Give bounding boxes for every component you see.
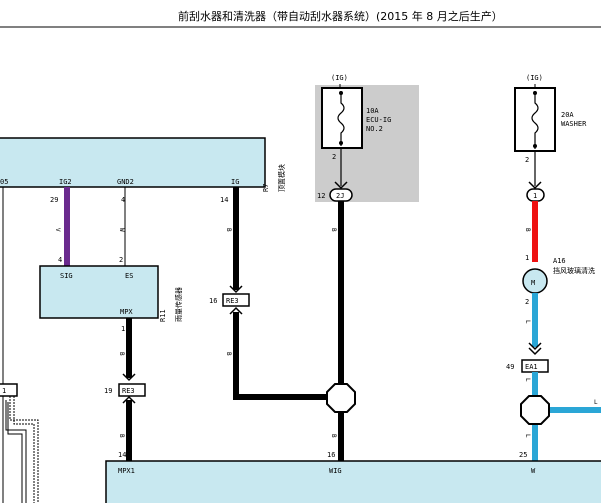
wire-color-l-branch: L <box>594 399 598 406</box>
wire-color-b-ig: B <box>225 228 232 232</box>
bottom-pinnum-w: 25 <box>519 451 527 459</box>
bottom-pin-w: W <box>531 467 536 475</box>
fuse-ecu-icon <box>337 91 345 146</box>
connector-re3-mid-label: RE3 <box>226 297 239 305</box>
shield-wire-1 <box>9 396 39 503</box>
fuse-ecu-number: NO.2 <box>366 125 383 133</box>
washer-motor-pin-top: 1 <box>525 254 529 262</box>
shield-wire-2 <box>13 396 35 503</box>
sensor-pinnum-es: 2 <box>119 256 123 264</box>
connector-ea1-label: EA1 <box>525 363 538 371</box>
washer-motor-code: A16 <box>553 257 566 265</box>
sensor-pinnum-sig: 4 <box>58 256 62 264</box>
connector-re3-mid-pin: 16 <box>209 297 217 305</box>
ig-label-ecu: (IG) <box>331 74 348 82</box>
connector-ea1-pin: 49 <box>506 363 514 371</box>
rain-sensor-box <box>39 265 159 319</box>
fuse-ecu-box <box>321 87 363 149</box>
washer-motor-symbol: M <box>531 279 535 287</box>
fuse-ecu-dot-top <box>339 91 343 95</box>
ecu-pinnum-ig2: 29 <box>50 196 58 204</box>
wire-color-b-wig: B <box>330 434 337 438</box>
connector-cj-label: 2J <box>336 192 344 200</box>
shield-wire-3 <box>5 400 27 503</box>
washer-motor-name: 挡风玻璃清洗 <box>553 266 595 275</box>
wire-color-b-ig2: B <box>225 352 232 356</box>
sensor-pin-es: ES <box>125 272 133 280</box>
sensor-pin-sig: SIG <box>60 272 73 280</box>
fuse-washer-dot-bot <box>533 144 537 148</box>
bottom-pin-mpx1: MPX1 <box>118 467 135 475</box>
connector-left-cut <box>0 383 18 397</box>
connector-re3-low <box>118 383 146 397</box>
wire-color-w-gnd: W <box>118 228 125 232</box>
wire-ig-lower <box>233 312 330 400</box>
wire-color-b-mpx: B <box>118 352 125 356</box>
fuse-ecu-rating: 10A <box>366 107 379 115</box>
connector-left-cut-label: 1 <box>2 387 6 395</box>
ecu-pin-05: 05 <box>0 178 8 186</box>
fuse-washer-dot-top <box>533 91 537 95</box>
ecu-pinnum-gnd2: 4 <box>121 196 125 204</box>
washer-top-arrow <box>528 181 542 190</box>
fuse-ecu-dot-bot <box>339 141 343 145</box>
ea1-arrow-top2 <box>528 347 542 356</box>
fuse-washer-rating: 20A <box>561 111 574 119</box>
page-title: 前刮水器和清洗器（带自动刮水器系统）(2015 年 8 月之后生产） <box>178 9 503 23</box>
wire-color-b-mpx2: B <box>118 434 125 438</box>
sensor-code: R11 <box>159 309 167 322</box>
bottom-pinnum-wig: 16 <box>327 451 335 459</box>
connector-re3-low-pin: 19 <box>104 387 112 395</box>
wire-color-l-3: L <box>524 434 531 438</box>
cj-arrow <box>334 181 348 190</box>
wire-color-b-red: B <box>524 228 531 232</box>
body-ecu-name: 顶置模块 <box>277 164 286 192</box>
junction-blue <box>520 395 550 425</box>
wire-color-v: V <box>54 228 61 232</box>
ecu-pin-ig2: IG2 <box>59 178 72 186</box>
re3-low-arrow-top <box>122 373 136 382</box>
fuse-washer-icon <box>531 91 539 149</box>
bottom-pinnum-mpx1: 14 <box>118 451 126 459</box>
sensor-pinnum-mpx: 1 <box>121 325 125 333</box>
ecu-pin-ig: IG <box>231 178 239 186</box>
washer-motor-pin-bottom: 2 <box>525 298 529 306</box>
ecu-pinnum-ig: 14 <box>220 196 228 204</box>
fuse-ecu-pin: 2 <box>332 153 336 161</box>
bottom-pin-wig: WIG <box>329 467 342 475</box>
bottom-ecu-box <box>105 460 601 503</box>
fuse-washer-pin: 2 <box>525 156 529 164</box>
junction-black <box>326 383 356 413</box>
sensor-name: 雨量传感器 <box>174 287 183 322</box>
ea1-arrow-top <box>528 342 542 351</box>
wire-color-l-1: L <box>524 320 531 324</box>
fuse-ecu-name: ECU-IG <box>366 116 391 124</box>
body-ecu-box <box>0 137 266 188</box>
re3-mid-arrow-bot <box>229 306 243 315</box>
body-ecu-code: R7 <box>262 184 270 192</box>
connector-re3-low-label: RE3 <box>122 387 135 395</box>
sensor-pin-mpx: MPX <box>120 308 133 316</box>
ecu-pin-gnd2: GND2 <box>117 178 134 186</box>
re3-mid-arrow-top <box>229 285 243 294</box>
ig-label-washer: (IG) <box>526 74 543 82</box>
connector-washer-top-label: 1 <box>533 192 537 200</box>
re3-low-arrow-bot <box>122 395 136 404</box>
wire-color-l-2: L <box>524 378 531 382</box>
wire-color-b-cj: B <box>330 228 337 232</box>
connector-cj-pin: 12 <box>317 192 325 200</box>
fuse-washer-name: WASHER <box>561 120 587 128</box>
connector-re3-mid <box>222 293 250 307</box>
shield-wire-4 <box>7 402 23 503</box>
